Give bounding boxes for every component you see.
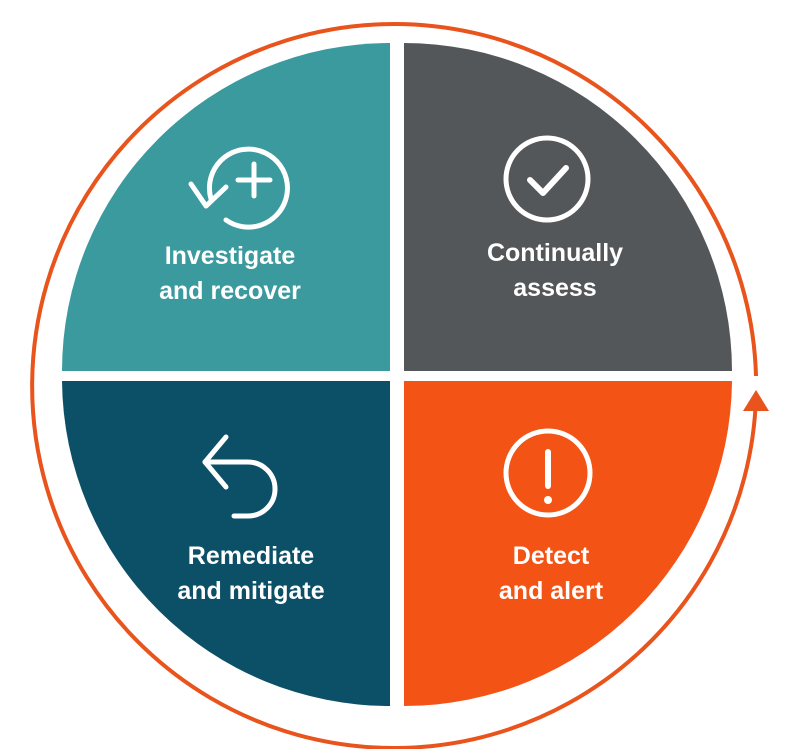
quadrant-investigate bbox=[62, 43, 390, 371]
label-remediate: Remediate and mitigate bbox=[177, 542, 324, 605]
quadrant-detect bbox=[404, 381, 732, 706]
quadrant-assess-shape bbox=[404, 43, 732, 371]
quadrant-investigate-shape bbox=[62, 43, 390, 371]
arrowhead-up-icon bbox=[743, 390, 769, 411]
cycle-ring-arc bbox=[30, 22, 758, 749]
quadrant-remediate-shape bbox=[62, 381, 390, 706]
label-detect-line1: Detect bbox=[513, 542, 590, 570]
label-assess: Continually assess bbox=[487, 239, 623, 302]
check-circle-icon bbox=[503, 135, 591, 223]
label-investigate-line2: and recover bbox=[159, 277, 301, 305]
alert-circle-icon bbox=[503, 428, 593, 518]
undo-plus-icon bbox=[188, 146, 290, 230]
label-assess-line2: assess bbox=[513, 274, 596, 302]
quadrant-remediate bbox=[62, 381, 390, 706]
undo-arrow-icon bbox=[202, 434, 278, 519]
quadrant-detect-shape bbox=[404, 381, 732, 706]
label-detect: Detect and alert bbox=[499, 542, 604, 605]
label-investigate: Investigate and recover bbox=[159, 242, 301, 305]
cycle-ring bbox=[30, 22, 769, 749]
label-remediate-line2: and mitigate bbox=[177, 577, 324, 605]
label-detect-line2: and alert bbox=[499, 577, 604, 605]
label-remediate-line1: Remediate bbox=[188, 542, 315, 570]
label-investigate-line1: Investigate bbox=[165, 242, 296, 270]
label-assess-line1: Continually bbox=[487, 239, 623, 267]
quadrant-assess bbox=[404, 43, 732, 371]
